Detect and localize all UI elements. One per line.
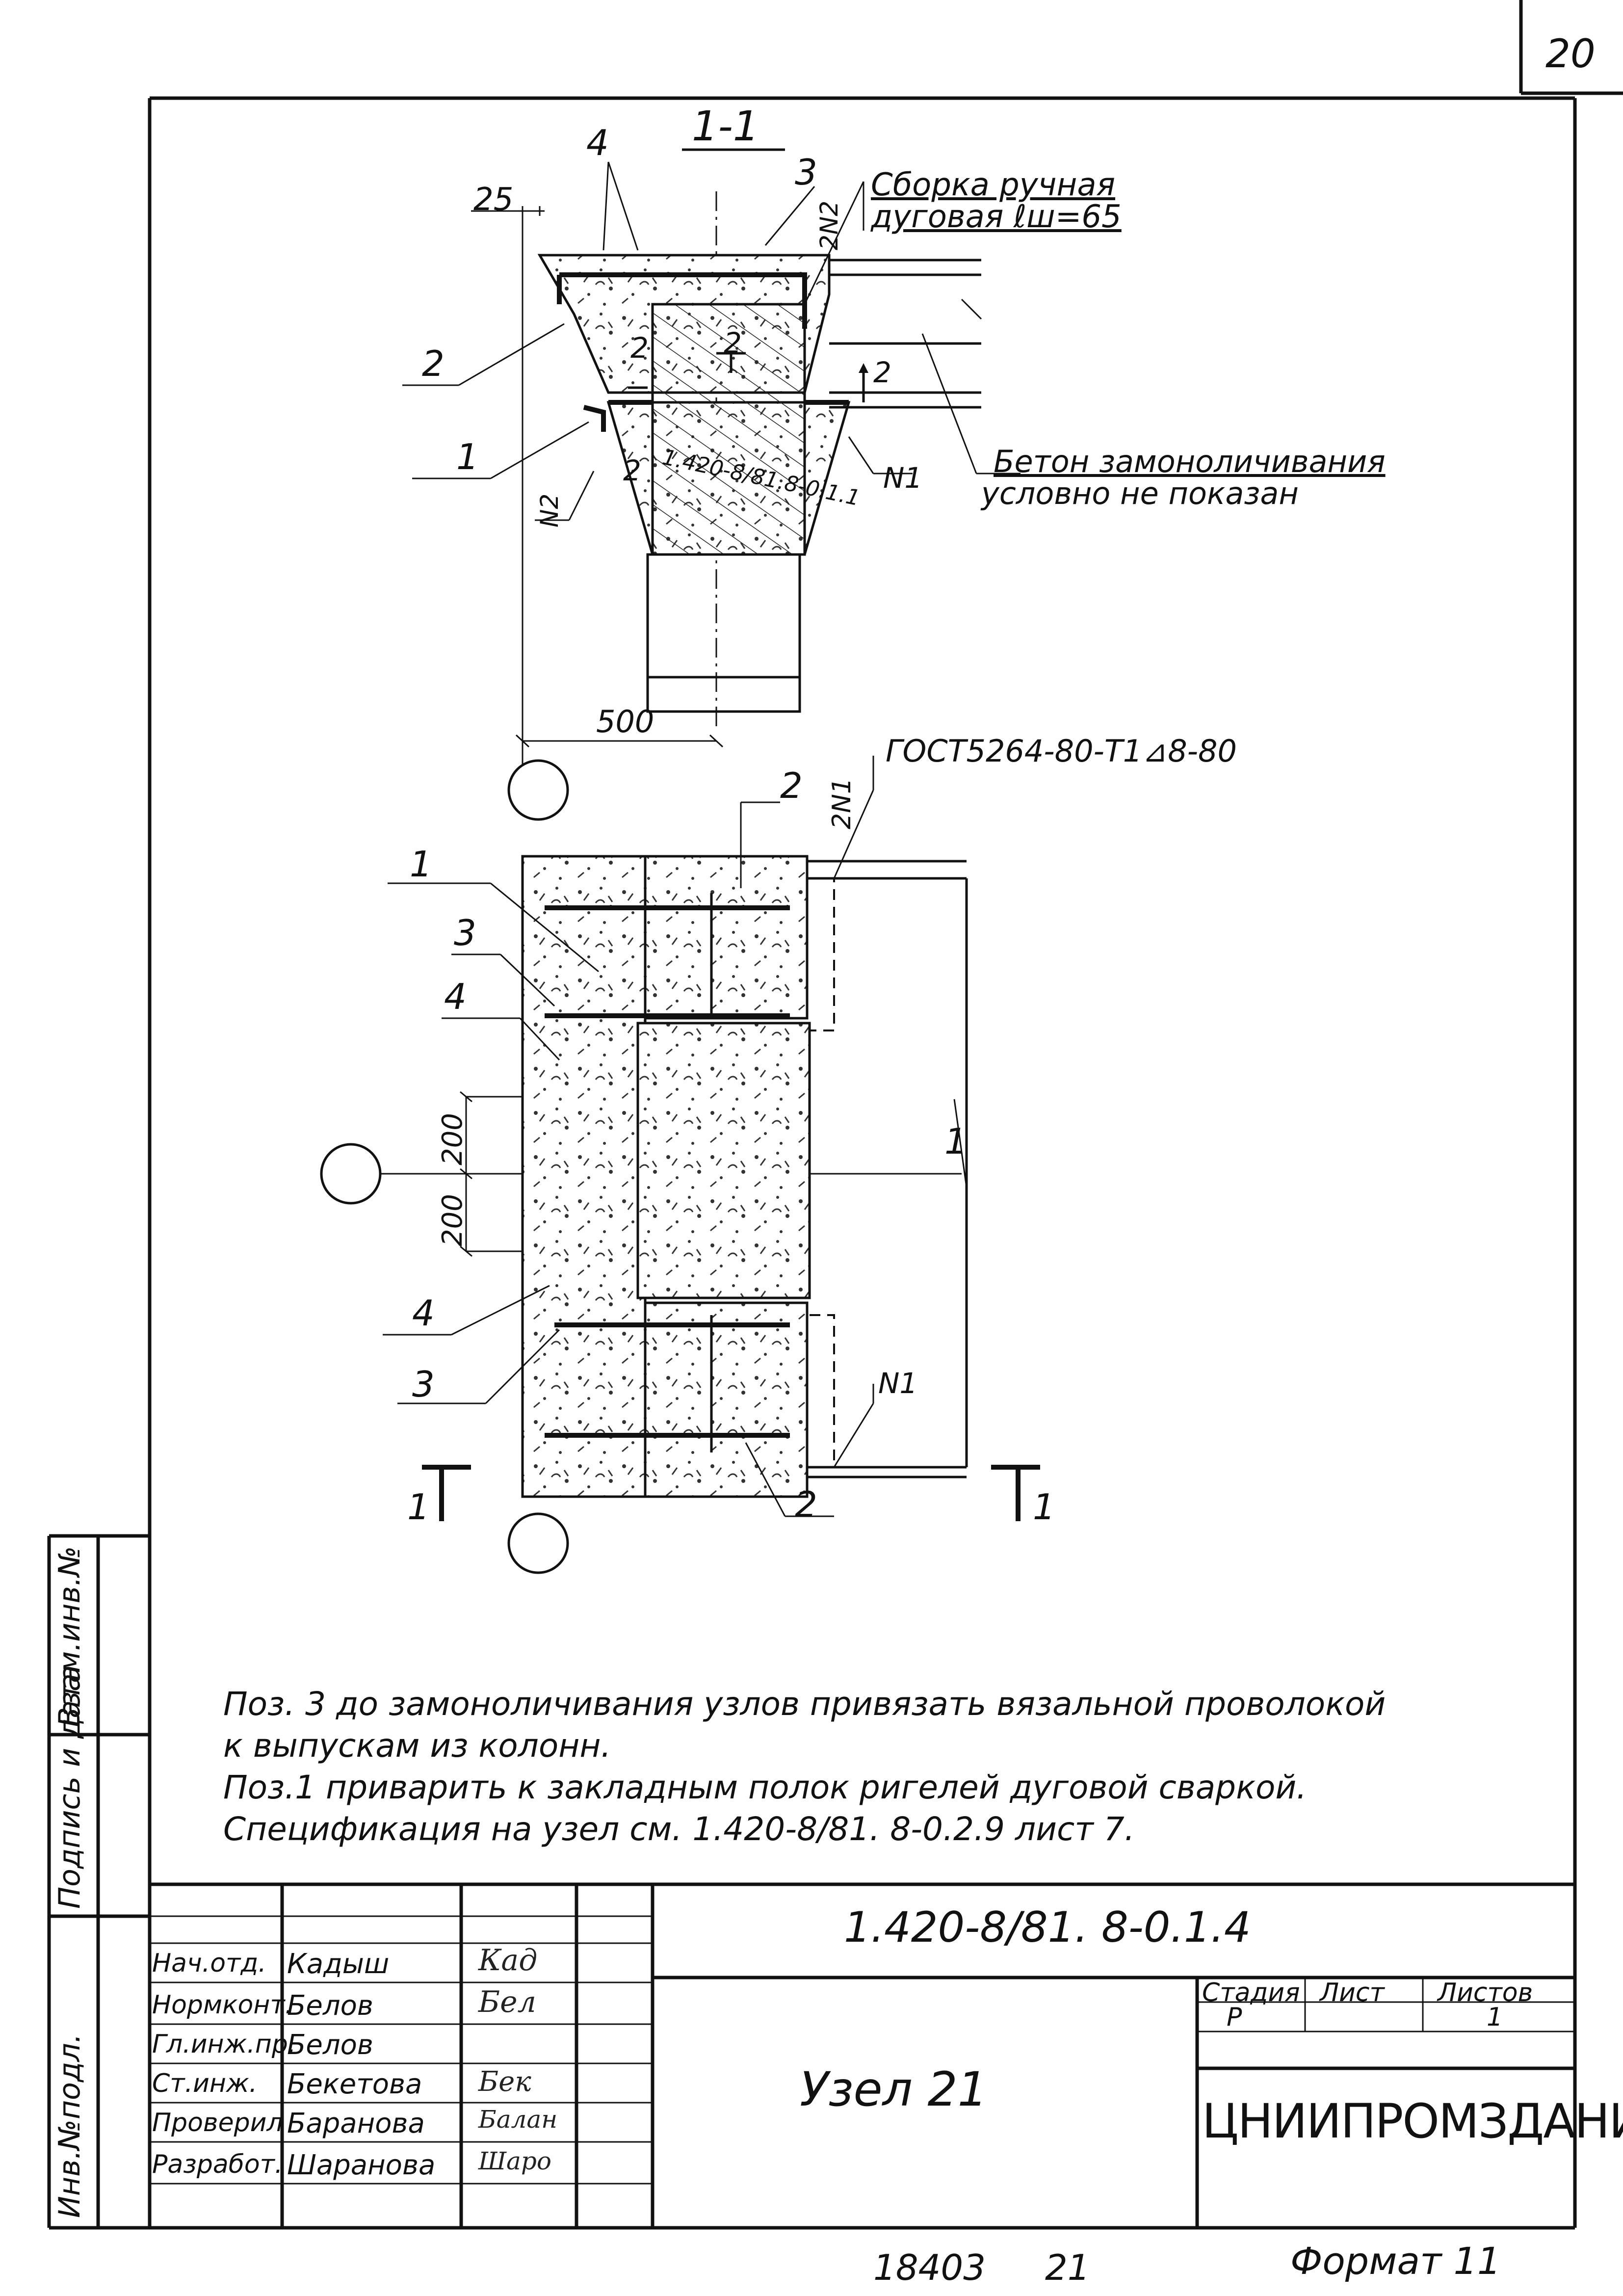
format-label: Формат 11	[1290, 2239, 1501, 2283]
plan-block-upper	[644, 855, 809, 1020]
stage-label: Стадия	[1202, 1978, 1300, 2007]
role-row-6: Разработ.	[152, 2150, 283, 2179]
note-line-3: Поз.1 приварить к закладным полок ригеле…	[223, 1768, 1307, 1806]
name-row-6: Шаранова	[287, 2149, 436, 2181]
name-row-4: Бекетова	[287, 2068, 422, 2100]
tag-n2: N2	[535, 493, 564, 528]
name-row-1: Кадыш	[287, 1948, 390, 1980]
plan-view	[380, 756, 1040, 1521]
sheet-label: Лист	[1320, 1978, 1385, 2007]
concrete-note-line2: условно не показан	[981, 475, 1299, 511]
sheets-value: 1	[1487, 2003, 1503, 2032]
column-body	[646, 553, 801, 713]
drawing-frame	[47, 96, 1577, 2230]
note-line-2: к выпускам из колонн.	[223, 1727, 611, 1765]
name-row-2: Белов	[287, 1990, 373, 2022]
plan-pos-1: 1	[410, 844, 432, 885]
node-name: Узел 21	[800, 2062, 988, 2117]
signature-row-6: Шаро	[478, 2147, 551, 2175]
weld-tag-2n2: 2N2	[815, 200, 843, 250]
plan-column-strip	[521, 855, 647, 1498]
signature-row-2: Бел	[478, 1985, 536, 2019]
role-row-3: Гл.инж.пр.	[152, 2030, 296, 2059]
signature-row-4: Бек	[478, 2066, 531, 2098]
sheet-number: 20	[1545, 31, 1596, 77]
section-pos-1: 1	[456, 436, 479, 477]
signature-row-1: Кад	[478, 1943, 538, 1978]
role-row-5: Проверил	[152, 2108, 283, 2138]
section-cut-2a: 2	[630, 331, 649, 365]
plan-pos-2-top: 2	[780, 765, 803, 806]
plan-dim-200-a: 200	[437, 1113, 469, 1165]
axis-bubble-middle	[320, 1143, 382, 1205]
plan-pos-4-top: 4	[444, 976, 467, 1017]
weld-note-line2: дуговая ℓш=65	[871, 199, 1122, 235]
name-row-5: Баранова	[287, 2108, 425, 2139]
sheet-number-box	[1519, 0, 1623, 95]
cut-mark-left: 1	[407, 1486, 430, 1528]
section-dim-25: 25	[473, 182, 514, 218]
plan-block-middle	[636, 1022, 811, 1299]
archive-sheet: 21	[1045, 2247, 1090, 2288]
plan-right-1: 1	[944, 1121, 967, 1162]
section-cut-2b: 2	[724, 326, 742, 360]
section-cut-2d: 2	[623, 454, 641, 487]
section-pos-4: 4	[586, 122, 609, 163]
title-block-grid	[150, 1882, 1575, 2228]
plan-dim-200-b: 200	[437, 1194, 469, 1246]
axis-bubble-bottom	[507, 1512, 569, 1574]
plan-weld-spec: ГОСТ5264-80-Т1⊿8-80	[886, 733, 1237, 769]
role-row-4: Ст.инж.	[152, 2069, 258, 2098]
doc-code: 1.420-8/81. 8-0.1.4	[844, 1903, 1251, 1952]
cut-mark-right: 1	[1033, 1486, 1055, 1528]
name-row-3: Белов	[287, 2029, 373, 2061]
stage-value: Р	[1227, 2003, 1242, 2032]
role-row-2: Нормконт.	[152, 1990, 293, 2020]
concrete-note-line1: Бетон замоноличивания	[994, 444, 1386, 479]
note-line-1: Поз. 3 до замоноличивания узлов привязат…	[223, 1685, 1386, 1723]
plan-weld-tag-2n1: 2N1	[827, 777, 857, 829]
rigel-beam	[829, 259, 982, 409]
plan-pos-2-bottom: 2	[795, 1484, 817, 1525]
plan-pos-4-bottom: 4	[412, 1293, 435, 1334]
signature-row-5: Балан	[478, 2105, 558, 2134]
section-title: 1-1	[692, 102, 759, 150]
role-row-1: Нач.отд.	[152, 1949, 266, 1978]
section-cut-2c: 2	[873, 356, 891, 389]
stamp-replace-inv: Взам.инв.№	[52, 1546, 87, 1727]
plan-pos-3-bottom: 3	[412, 1364, 435, 1405]
plan-pos-3-top: 3	[454, 912, 476, 953]
note-line-4: Спецификация на узел см. 1.420-8/81. 8-0…	[223, 1810, 1135, 1848]
sheets-label: Листов	[1438, 1978, 1533, 2007]
archive-number: 18403	[873, 2247, 986, 2288]
axis-bubble-top	[507, 759, 569, 821]
plan-block-lower	[644, 1301, 809, 1498]
plan-weld-tag-n1: N1	[878, 1367, 918, 1400]
organization-name: ЦНИИПРОМЗДАНИЙ	[1202, 2094, 1623, 2149]
section-dim-500: 500	[596, 704, 654, 739]
section-pos-3: 3	[795, 152, 817, 193]
section-1-1	[402, 148, 1021, 765]
weld-note-line1: Сборка ручная	[871, 167, 1116, 203]
tag-n1: N1	[883, 461, 923, 495]
stamp-inv-orig: Инв.№подл.	[52, 2033, 87, 2218]
section-pos-2: 2	[422, 343, 445, 384]
